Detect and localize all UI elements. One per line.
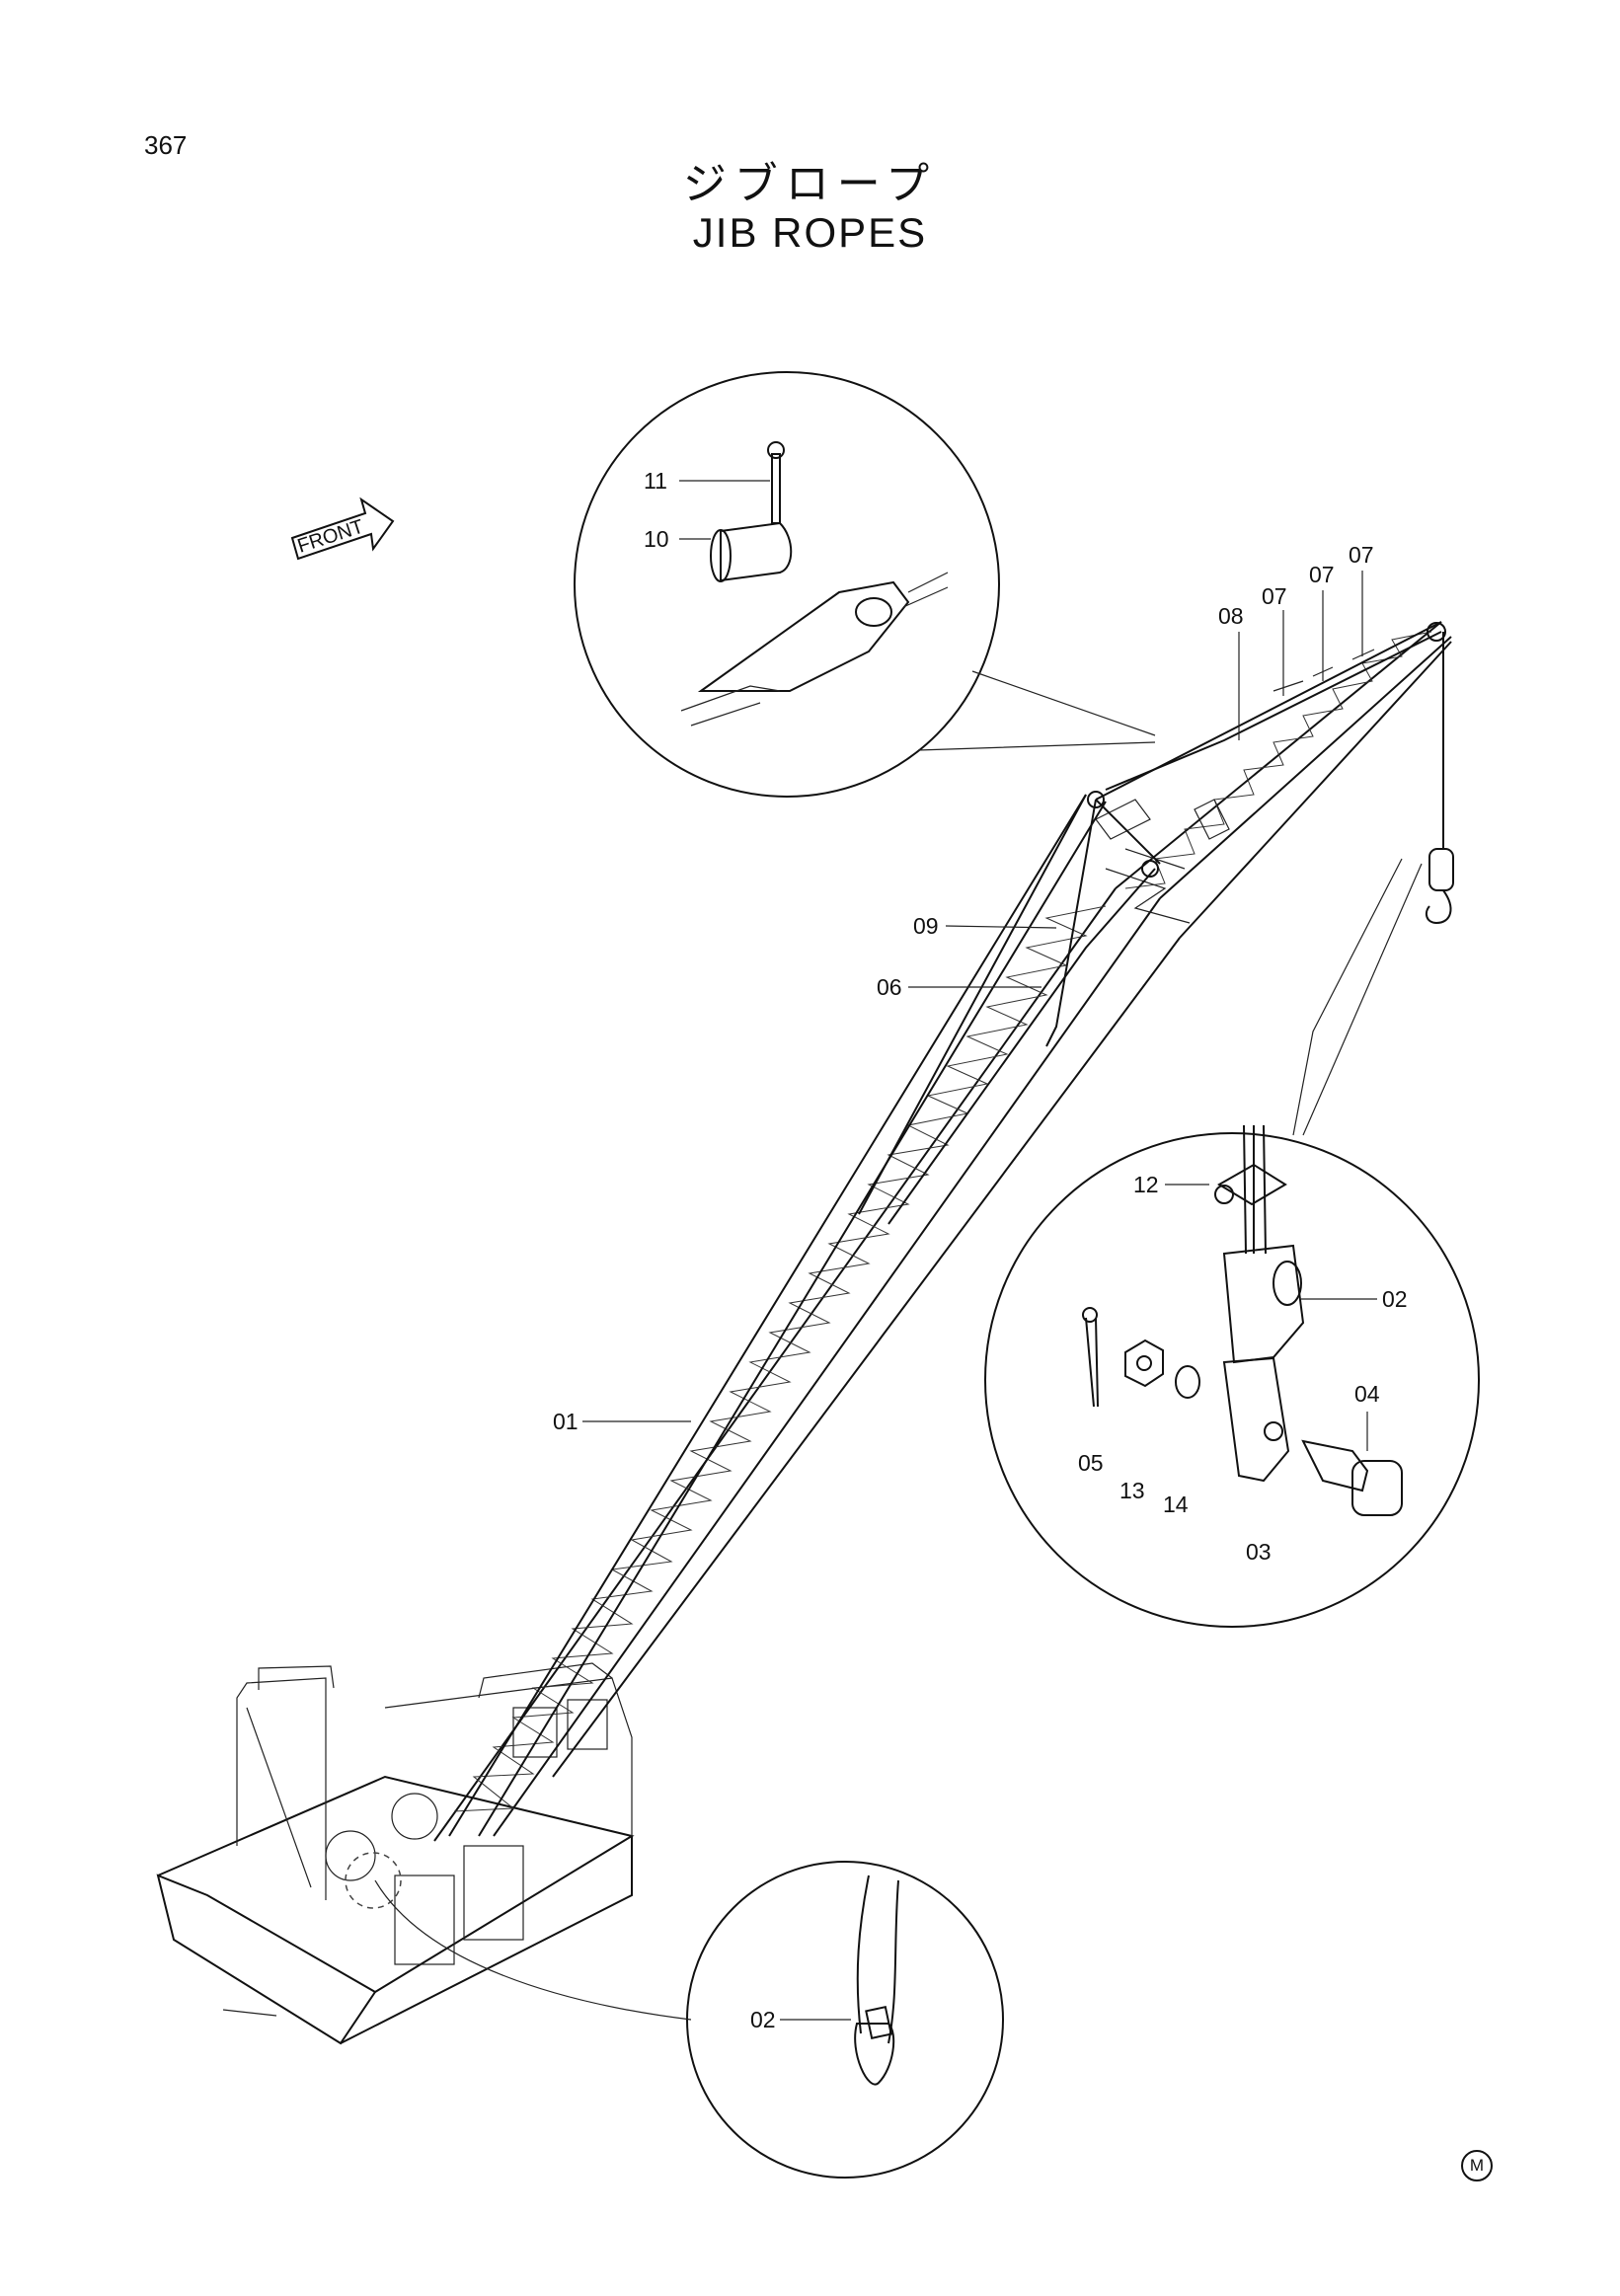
detail-circle-rope-socket [574,371,1156,798]
crane-boom-lattice [433,621,1452,1842]
callout-label-02-thimble: 02 [750,2007,776,2032]
callout-label-08: 08 [1218,603,1244,629]
page-title-japanese: ジブロープ [682,159,938,209]
callout-label-03: 03 [1246,1539,1272,1565]
page-title-english: JIB ROPES [692,209,928,256]
jib-rope-lines [448,621,1454,1837]
callout-labels: 01 02 02 03 04 05 06 07 07 07 08 09 10 1… [553,468,1408,2032]
callout-label-11: 11 [644,468,667,494]
callout-leaders [582,480,1377,2021]
page-number: 367 [144,130,188,160]
corner-mark: M [1461,2150,1493,2181]
callout-label-06: 06 [877,974,902,1000]
callout-label-13: 13 [1119,1478,1145,1503]
callout-label-07a: 07 [1262,583,1287,609]
callout-label-05: 05 [1078,1450,1104,1476]
detail-circle-socket-assembly [984,858,1480,1628]
callout-label-07c: 07 [1349,542,1374,568]
crane-carrier-body [156,1662,635,2045]
front-label: FRONT [295,516,366,558]
scan-mark [222,2009,277,2017]
callout-label-07b: 07 [1309,562,1335,587]
callout-label-14: 14 [1163,1492,1189,1517]
detail-circle-thimble [374,1861,1004,2179]
callout-label-01: 01 [553,1409,579,1434]
callout-label-02-socket: 02 [1382,1286,1408,1312]
callout-label-12: 12 [1133,1172,1159,1197]
callout-label-09: 09 [913,913,939,939]
callout-label-04: 04 [1354,1381,1380,1407]
callout-label-10: 10 [644,526,669,552]
front-arrow-icon: FRONT [290,497,395,561]
